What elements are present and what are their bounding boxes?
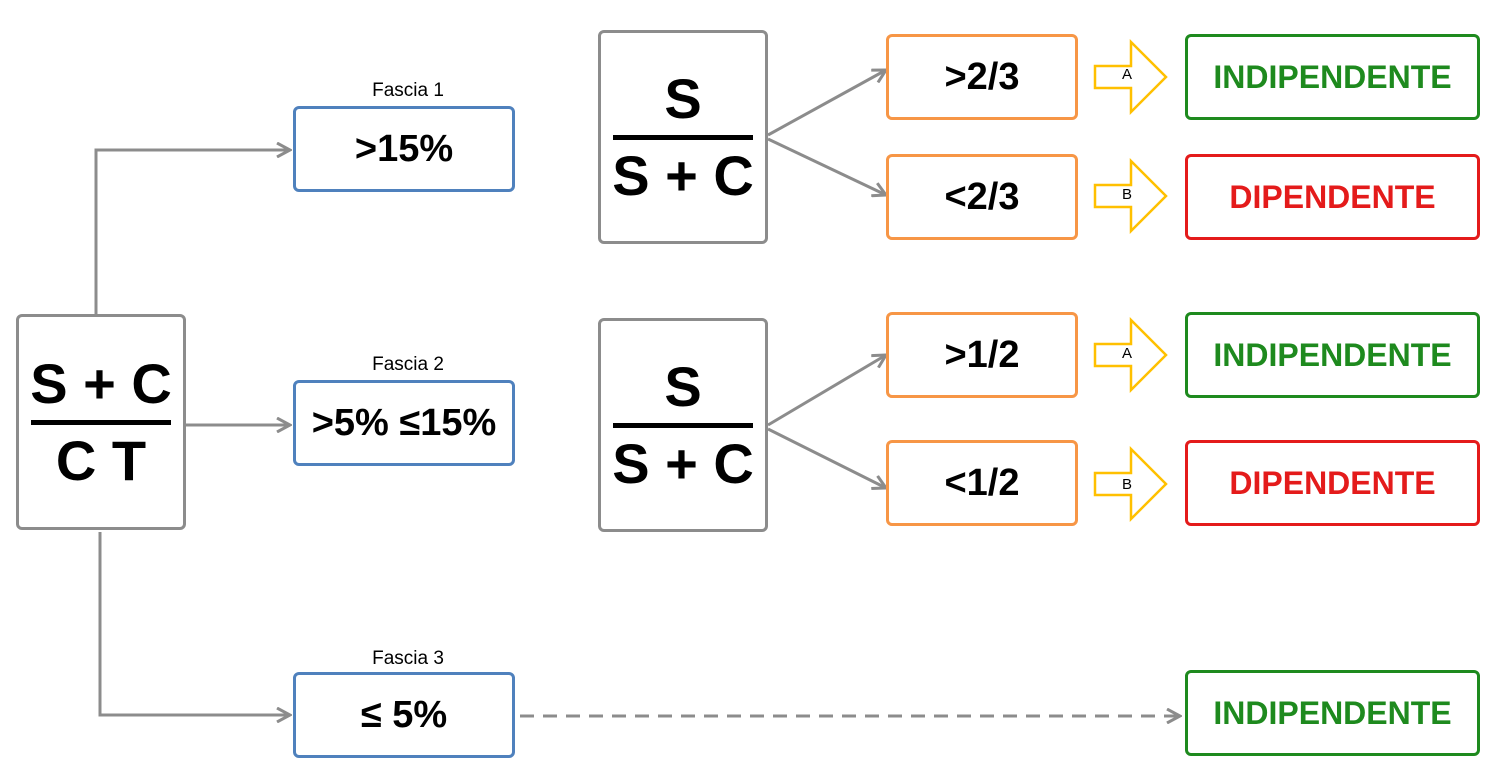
ratio-box-1: S S + C	[598, 30, 768, 244]
arrow-label-2: B	[1121, 186, 1132, 203]
band-condition-3: ≤ 5%	[293, 672, 515, 758]
block-arrow-b-1	[1093, 157, 1168, 235]
arrow-label-1: A	[1121, 66, 1132, 83]
band-label-3: Fascia 3	[372, 648, 444, 669]
ratio-denominator-1: S + C	[612, 143, 754, 207]
connector-ratio-2-lower	[767, 427, 886, 488]
ratio-box-2: S S + C	[598, 318, 768, 532]
connector-ratio-1-upper	[767, 70, 886, 137]
threshold-box-1: >2/3	[886, 34, 1078, 120]
threshold-box-3: >1/2	[886, 312, 1078, 398]
root-numerator: S + C	[30, 351, 172, 415]
band-label-1: Fascia 1	[372, 80, 444, 101]
outcome-box-4: DIPENDENTE	[1185, 440, 1480, 526]
fraction-bar	[613, 422, 753, 428]
band-label-2: Fascia 2	[372, 354, 444, 375]
root-denominator: C T	[55, 428, 147, 492]
outcome-box-2: DIPENDENTE	[1185, 154, 1480, 240]
outcome-box-3: INDIPENDENTE	[1185, 312, 1480, 398]
ratio-fraction-2: S S + C	[612, 355, 754, 496]
band-condition-2: >5% ≤15%	[293, 380, 515, 466]
connector-ratio-2-upper	[767, 355, 886, 427]
block-arrow-a-2	[1093, 316, 1168, 394]
block-arrow-a-1	[1093, 38, 1168, 116]
root-fraction: S + C C T	[30, 352, 172, 493]
outcome-box-1: INDIPENDENTE	[1185, 34, 1480, 120]
ratio-numerator-2: S	[664, 354, 702, 418]
band-condition-1: >15%	[293, 106, 515, 192]
block-arrow-b-2	[1093, 445, 1168, 523]
ratio-denominator-2: S + C	[612, 431, 754, 495]
outcome-box-5: INDIPENDENTE	[1185, 670, 1480, 756]
arrow-label-3: A	[1121, 345, 1132, 362]
connector-fascia-3	[98, 532, 290, 715]
arrow-label-4: B	[1121, 476, 1132, 493]
ratio-fraction-1: S S + C	[612, 67, 754, 208]
root-ratio-box: S + C C T	[16, 314, 186, 530]
ratio-numerator-1: S	[664, 66, 702, 130]
threshold-box-4: <1/2	[886, 440, 1078, 526]
fraction-bar	[31, 419, 171, 425]
fraction-bar	[613, 134, 753, 140]
connector-fascia-1	[94, 150, 290, 314]
threshold-box-2: <2/3	[886, 154, 1078, 240]
connector-ratio-1-lower	[767, 137, 886, 195]
